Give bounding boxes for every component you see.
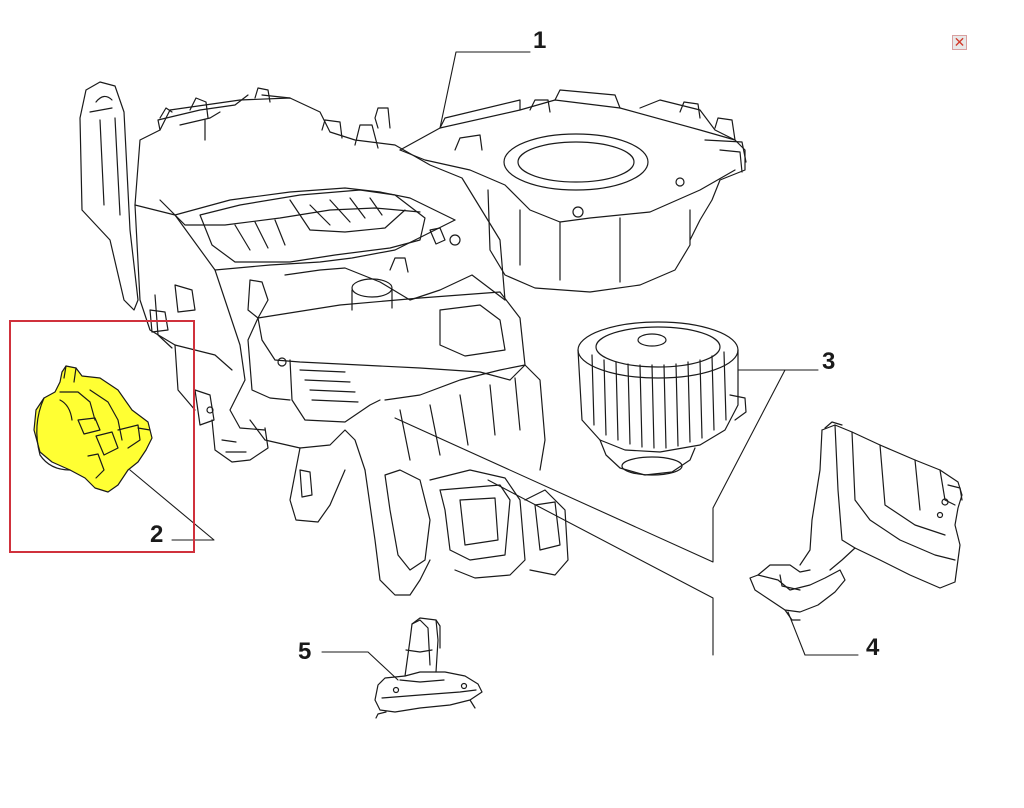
blower-resistor	[374, 617, 483, 719]
close-icon[interactable]: ✕	[952, 34, 967, 51]
duct-cover	[749, 421, 963, 621]
callout-1: 1	[533, 27, 547, 54]
callout-4: 4	[866, 634, 880, 661]
actuator-motor	[33, 365, 153, 493]
blower-housing	[399, 89, 747, 293]
callout-5: 5	[298, 638, 312, 665]
callout-3: 3	[822, 348, 836, 375]
heater-housing	[79, 81, 569, 596]
selection-box	[9, 320, 195, 553]
callout-2: 2	[150, 521, 164, 548]
leader-lines	[129, 51, 859, 681]
blower-fan	[577, 321, 747, 476]
